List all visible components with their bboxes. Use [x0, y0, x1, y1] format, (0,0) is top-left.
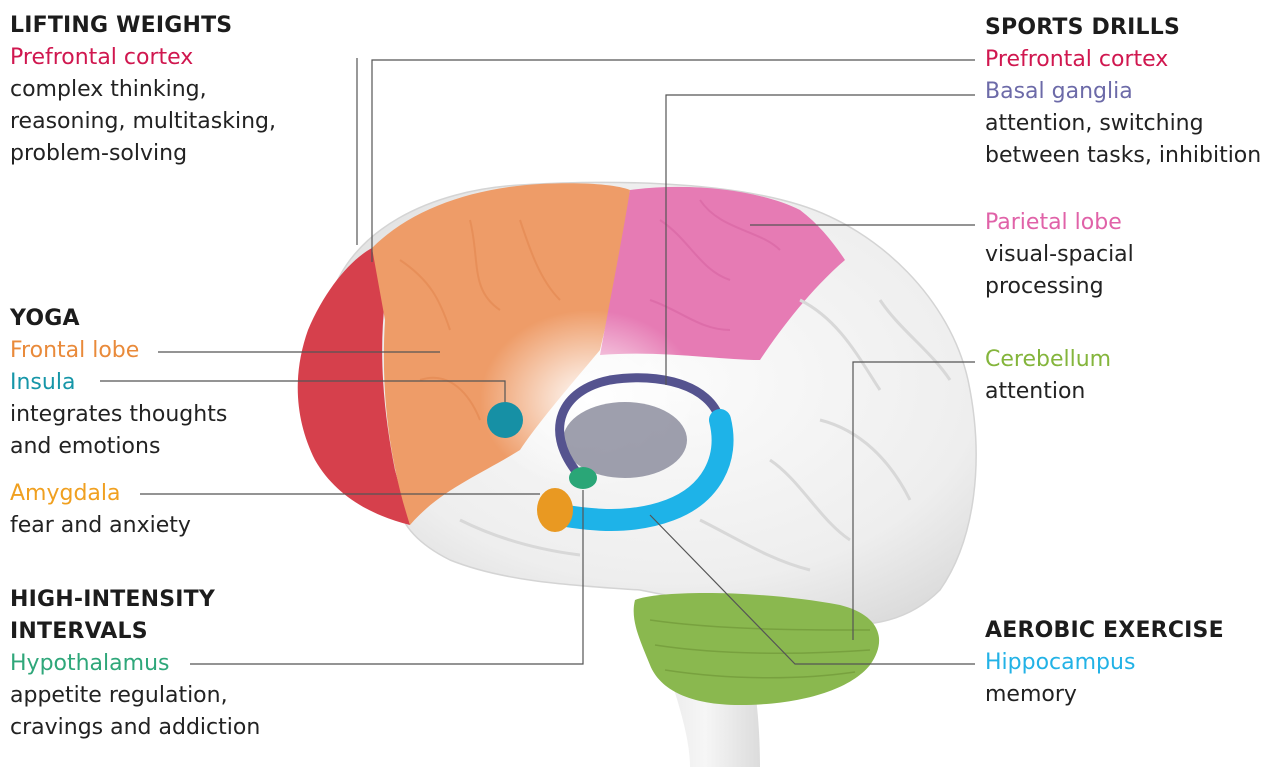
group-yoga-amygdala: Amygdala fear and anxiety — [10, 478, 191, 542]
yoga-region-frontal: Frontal lobe — [10, 335, 227, 367]
sports-heading: SPORTS DRILLS — [985, 12, 1261, 44]
yoga-heading: YOGA — [10, 303, 227, 335]
hiit-heading-1: HIGH-INTENSITY — [10, 584, 260, 616]
aerobic-desc: memory — [985, 679, 1224, 711]
aerobic-region: Hippocampus — [985, 647, 1224, 679]
cerebellum-shape — [634, 593, 879, 705]
sports-desc-parietal-2: processing — [985, 271, 1134, 303]
lifting-desc-2: reasoning, multitasking, — [10, 106, 276, 138]
yoga-desc-2: and emotions — [10, 431, 227, 463]
yoga-desc-1: integrates thoughts — [10, 399, 227, 431]
hypothalamus-dot — [569, 467, 597, 489]
group-aerobic: AEROBIC EXERCISE Hippocampus memory — [985, 615, 1224, 711]
yoga-region-insula: Insula — [10, 367, 227, 399]
hiit-region: Hypothalamus — [10, 648, 260, 680]
hiit-heading-2: INTERVALS — [10, 616, 260, 648]
sports-region-prefrontal: Prefrontal cortex — [985, 44, 1261, 76]
sports-region-parietal: Parietal lobe — [985, 207, 1134, 239]
yoga-region-amygdala: Amygdala — [10, 478, 191, 510]
sports-desc-basal-2: between tasks, inhibition — [985, 140, 1261, 172]
group-yoga: YOGA Frontal lobe Insula integrates thou… — [10, 303, 227, 463]
sports-desc-basal-1: attention, switching — [985, 108, 1261, 140]
lifting-heading: LIFTING WEIGHTS — [10, 10, 276, 42]
group-hiit: HIGH-INTENSITY INTERVALS Hypothalamus ap… — [10, 584, 260, 744]
group-sports-cerebellum: Cerebellum attention — [985, 344, 1111, 408]
group-lifting-weights: LIFTING WEIGHTS Prefrontal cortex comple… — [10, 10, 276, 170]
lifting-region: Prefrontal cortex — [10, 42, 276, 74]
hiit-desc-2: cravings and addiction — [10, 712, 260, 744]
sports-region-cerebellum: Cerebellum — [985, 344, 1111, 376]
thalamus-shape — [563, 402, 687, 478]
group-sports-parietal: Parietal lobe visual-spacial processing — [985, 207, 1134, 303]
hiit-desc-1: appetite regulation, — [10, 680, 260, 712]
sports-desc-cerebellum: attention — [985, 376, 1111, 408]
insula-dot — [487, 402, 523, 438]
yoga-desc-amygdala: fear and anxiety — [10, 510, 191, 542]
lifting-desc-1: complex thinking, — [10, 74, 276, 106]
lifting-desc-3: problem-solving — [10, 138, 276, 170]
amygdala-dot — [537, 488, 573, 532]
aerobic-heading: AEROBIC EXERCISE — [985, 615, 1224, 647]
group-sports-drills: SPORTS DRILLS Prefrontal cortex Basal ga… — [985, 12, 1261, 172]
sports-region-basal: Basal ganglia — [985, 76, 1261, 108]
sports-desc-parietal-1: visual-spacial — [985, 239, 1134, 271]
